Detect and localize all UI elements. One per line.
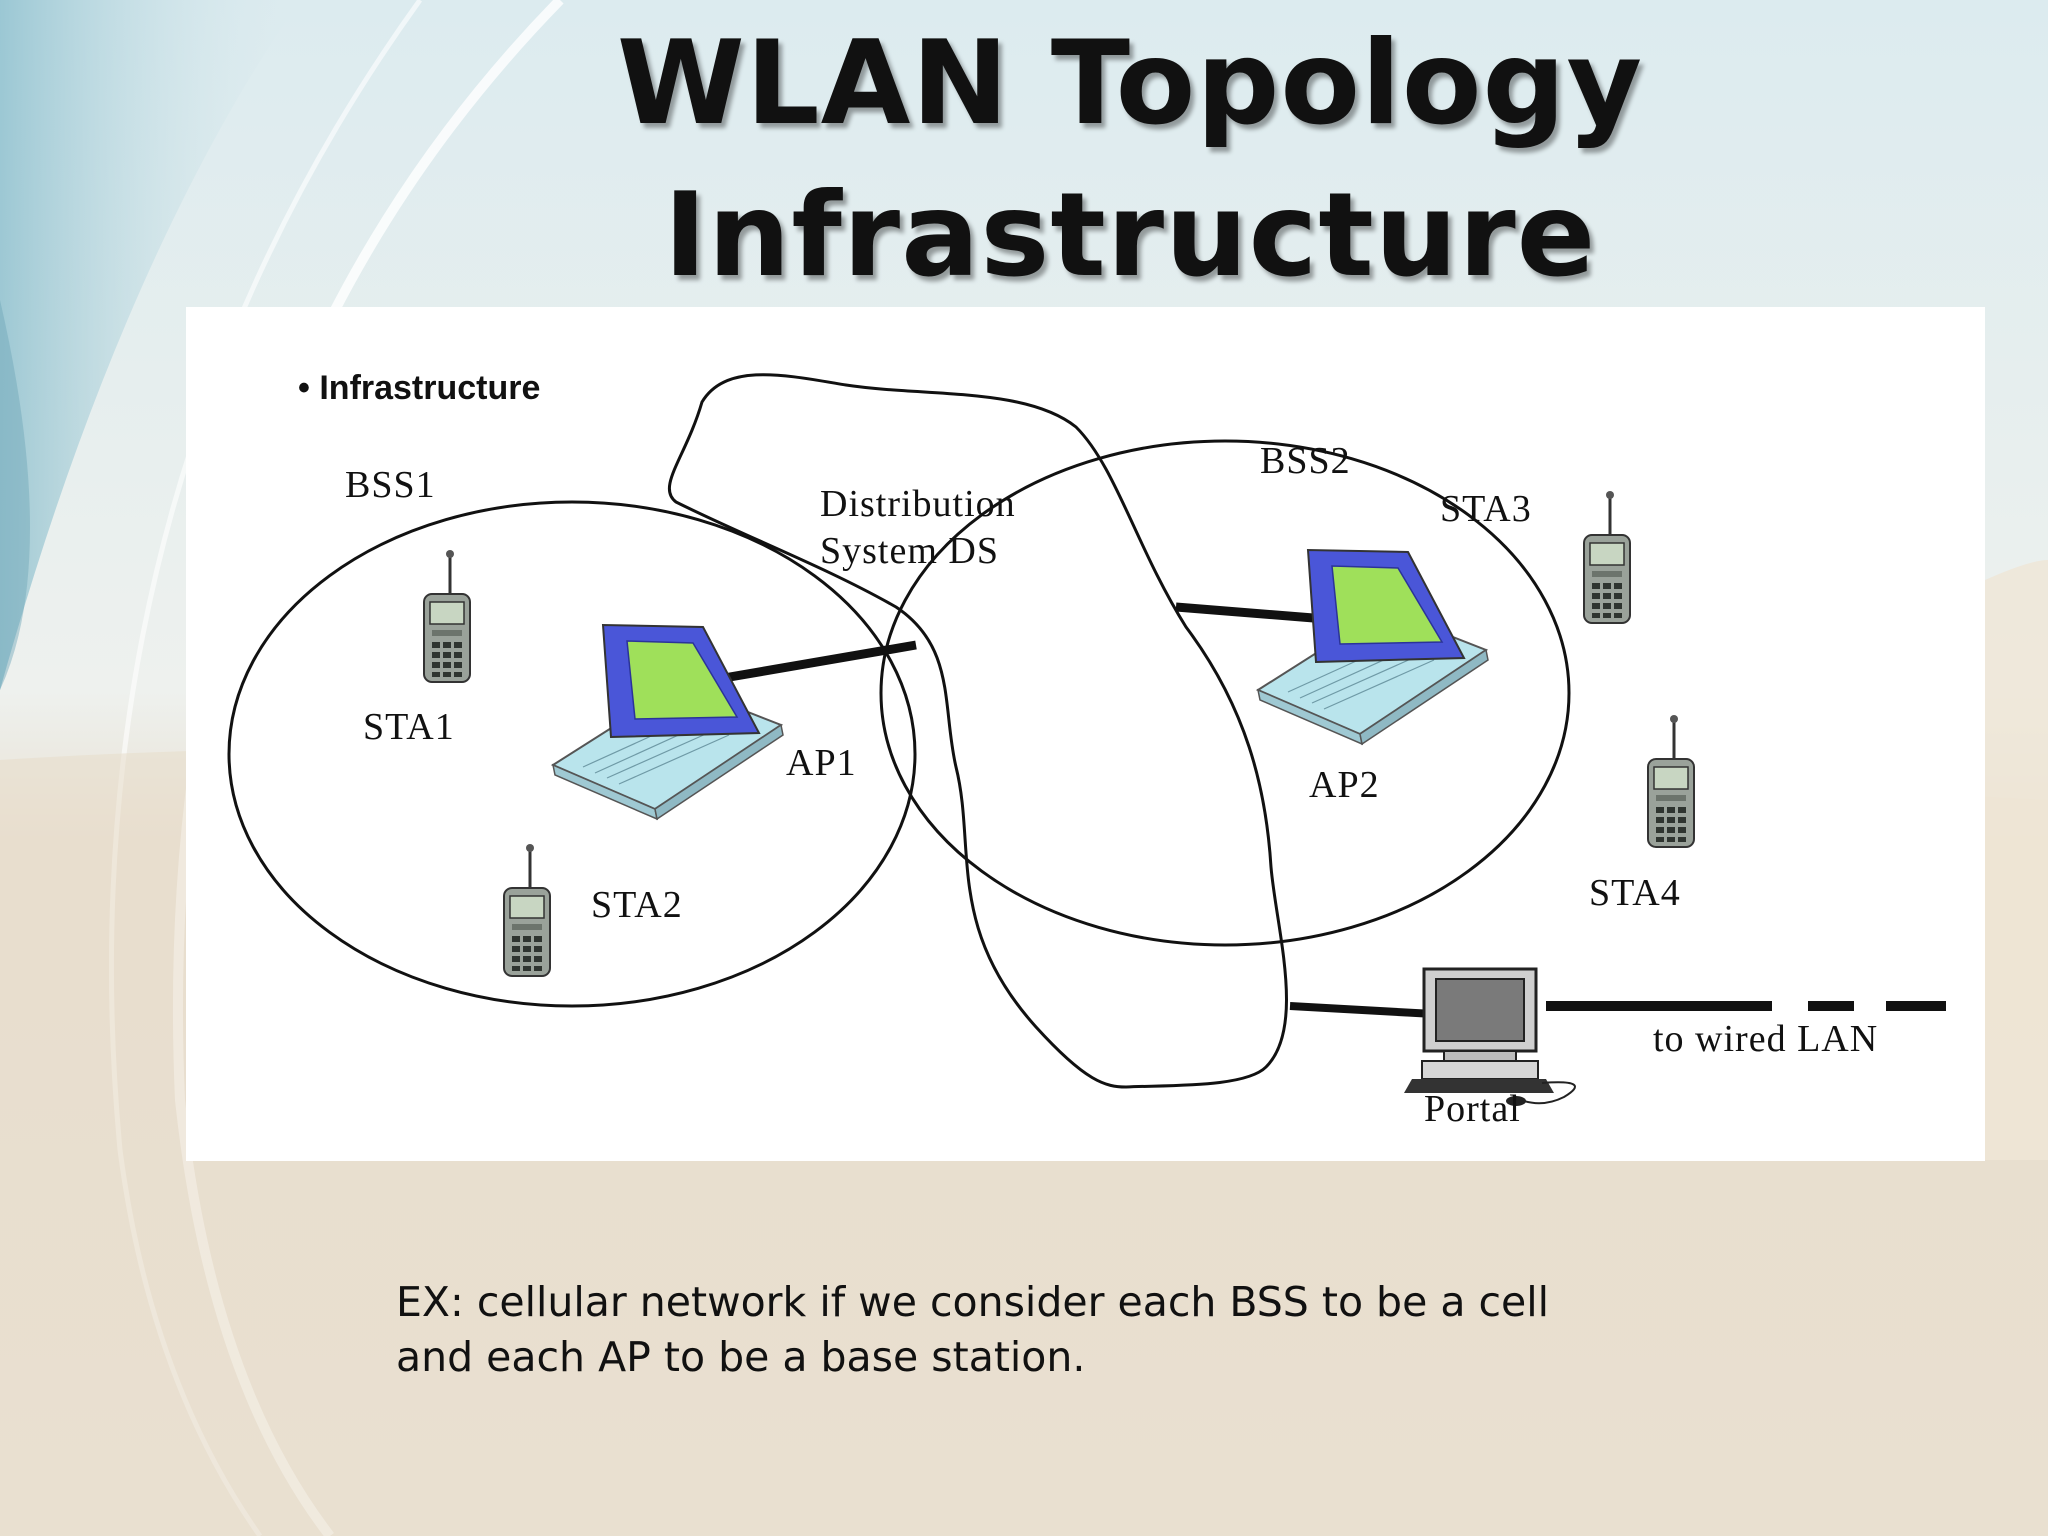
caption: EX: cellular network if we consider each…: [396, 1275, 1696, 1385]
bss1-cell-boundary: [227, 500, 917, 1008]
portal-ds-link: [1289, 1002, 1435, 1018]
ds-label-line-1: Distribution: [820, 483, 1016, 525]
sta3-phone-icon: [1582, 489, 1632, 625]
bss1-label: BSS1: [345, 464, 436, 506]
ap1-label: AP1: [786, 742, 857, 784]
ds-label-line-2: System DS: [820, 530, 999, 572]
slide-title-line-2: Infrastructure: [663, 168, 1597, 303]
ap2-ds-link: [1175, 602, 1327, 624]
sta2-phone-icon: [502, 842, 552, 978]
sta4-label: STA4: [1589, 872, 1681, 914]
ap1-ds-link: [717, 640, 917, 684]
distribution-system-boundary: [667, 373, 1288, 1089]
ap1-laptop-icon: [552, 624, 784, 820]
caption-line-2: and each AP to be a base station.: [396, 1333, 1086, 1381]
wired-lan-label: to wired LAN: [1653, 1018, 1878, 1060]
wlan-infrastructure-diagram: • Infrastructure BSS1 BSS2 Distribution …: [227, 369, 1946, 1130]
sta1-label: STA1: [363, 706, 455, 748]
ap2-label: AP2: [1309, 764, 1380, 806]
bss2-cell-boundary: [879, 439, 1571, 947]
slide-title-line-1: WLAN Topology: [616, 16, 1644, 151]
sta3-label: STA3: [1440, 488, 1532, 530]
ap2-laptop-icon: [1257, 549, 1489, 745]
sta1-phone-icon: [422, 548, 472, 684]
caption-line-1: EX: cellular network if we consider each…: [396, 1278, 1550, 1326]
sta2-label: STA2: [591, 884, 683, 926]
diagram-panel: • Infrastructure BSS1 BSS2 Distribution …: [186, 307, 1985, 1161]
sta4-phone-icon: [1646, 713, 1696, 849]
bss2-label: BSS2: [1260, 440, 1351, 482]
portal-label: Portal: [1424, 1088, 1521, 1130]
portal-computer-icon: [1402, 967, 1577, 1108]
infrastructure-bullet: • Infrastructure: [298, 369, 540, 407]
